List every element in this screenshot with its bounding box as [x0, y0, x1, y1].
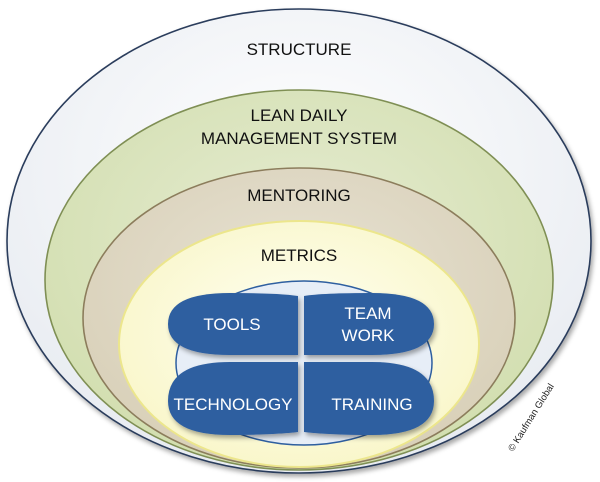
training-label: TRAINING	[331, 395, 412, 414]
ldms-label-line1: LEAN DAILY	[250, 106, 347, 125]
technology-label: TECHNOLOGY	[173, 395, 292, 414]
teamwork-label-line2: WORK	[342, 326, 396, 345]
core-quadrants	[168, 293, 434, 435]
teamwork-label-line1: TEAM	[344, 304, 391, 323]
structure-label: STRUCTURE	[247, 40, 352, 59]
tools-label: TOOLS	[203, 315, 260, 334]
training-blob	[304, 362, 434, 435]
metrics-label: METRICS	[261, 246, 338, 265]
ldms-label-line2: MANAGEMENT SYSTEM	[201, 129, 397, 148]
mentoring-label: MENTORING	[247, 186, 351, 205]
technology-blob	[168, 362, 298, 435]
teamwork-blob	[304, 293, 434, 355]
tools-blob	[168, 293, 298, 355]
